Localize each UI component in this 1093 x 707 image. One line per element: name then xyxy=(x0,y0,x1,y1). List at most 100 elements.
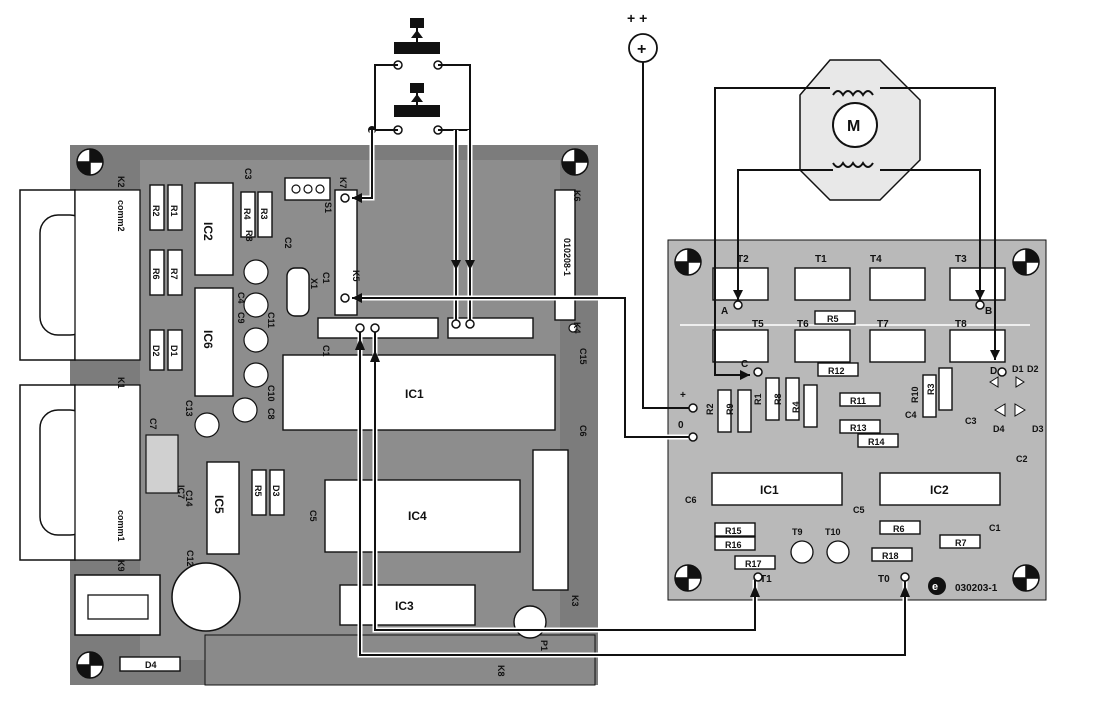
registration-mark xyxy=(76,651,104,679)
label-t10: T10 xyxy=(825,527,841,537)
label-r6: R6 xyxy=(893,524,905,534)
label-d1: D1 xyxy=(1012,364,1024,374)
registration-mark xyxy=(1012,564,1040,592)
registration-mark xyxy=(674,564,702,592)
label-c6: C6 xyxy=(578,425,588,437)
label-right-ic2: IC2 xyxy=(930,483,949,497)
label-r14: R14 xyxy=(868,437,885,447)
label-t9: T9 xyxy=(792,527,803,537)
label-t8: T8 xyxy=(955,319,967,330)
label-t2: T2 xyxy=(737,254,749,265)
label-c3: C3 xyxy=(965,416,977,426)
label-supply-plus: + xyxy=(680,390,686,401)
label-c11: C11 xyxy=(266,312,276,328)
label-r1: R1 xyxy=(753,393,763,405)
label-k8: K8 xyxy=(496,665,506,677)
label-r3: R3 xyxy=(259,208,269,220)
label-r13: R13 xyxy=(850,423,867,433)
registration-mark xyxy=(561,148,589,176)
label-coil-b: B xyxy=(985,306,992,317)
label-k5: K5 xyxy=(351,270,361,282)
label-ic5: IC5 xyxy=(212,495,226,514)
label-d4: D4 xyxy=(145,660,157,670)
label-r3: R3 xyxy=(926,383,936,395)
label-coil-d: D xyxy=(990,366,997,377)
label-supply-zero: 0 xyxy=(678,420,684,431)
registration-mark xyxy=(1012,248,1040,276)
label-r10: R10 xyxy=(910,386,920,403)
label-c4: C4 xyxy=(905,410,917,420)
power-supply: + + + xyxy=(627,10,658,63)
stepper-motor: M xyxy=(799,59,921,201)
label-r11: R11 xyxy=(850,396,866,406)
label-ic2: IC2 xyxy=(201,222,215,241)
label-k9: K9 xyxy=(116,560,126,572)
label-k1: K1 xyxy=(116,377,126,389)
push-button-top xyxy=(393,18,443,70)
label-r9: R9 xyxy=(725,403,735,415)
label-d4: D4 xyxy=(993,424,1005,434)
label-r16: R16 xyxy=(725,540,742,550)
connector-k1 xyxy=(19,384,141,561)
label-comm1: comm1 xyxy=(116,510,126,542)
label-c8: C8 xyxy=(266,408,276,420)
label-s1: S1 xyxy=(323,202,333,213)
motor-symbol: M xyxy=(847,118,860,135)
label-r6: R6 xyxy=(151,268,161,280)
label-c10: C10 xyxy=(266,385,276,402)
label-c1: C1 xyxy=(321,272,331,284)
label-coil-c: C xyxy=(741,359,748,370)
push-button-bottom xyxy=(393,83,443,135)
supply-symbol: + xyxy=(637,41,646,58)
label-r4: R4 xyxy=(791,401,801,413)
label-r12: R12 xyxy=(828,366,845,376)
label-c12: C12 xyxy=(185,550,195,567)
label-c1b: C1 xyxy=(321,345,331,357)
right-board-id: 030203-1 xyxy=(955,583,998,594)
label-r8: R8 xyxy=(773,393,783,405)
label-c1: C1 xyxy=(989,523,1001,533)
label-c7: C7 xyxy=(148,418,158,430)
label-r2: R2 xyxy=(705,403,715,415)
label-input-t1: T1 xyxy=(760,574,772,585)
label-c6: C6 xyxy=(685,495,697,505)
label-t4: T4 xyxy=(870,254,882,265)
label-c14: C14 xyxy=(184,490,194,507)
label-r8: R8 xyxy=(244,230,254,242)
label-right-ic1: IC1 xyxy=(760,483,779,497)
label-r2: R2 xyxy=(151,205,161,217)
label-t7: T7 xyxy=(877,319,889,330)
label-x1: X1 xyxy=(309,278,319,289)
label-d3: D3 xyxy=(1032,424,1044,434)
label-t1: T1 xyxy=(815,254,827,265)
left-board: 010208-1 K2 comm2 K1 comm1 K9 IC2 IC6 IC… xyxy=(19,145,598,686)
label-t5: T5 xyxy=(752,319,764,330)
label-k4: K4 xyxy=(572,322,582,334)
left-board-id: 010208-1 xyxy=(562,238,572,276)
label-r18: R18 xyxy=(882,551,899,561)
label-r17: R17 xyxy=(745,559,762,569)
label-c9: C9 xyxy=(236,312,246,324)
elektor-logo: e xyxy=(932,581,938,593)
label-comm2: comm2 xyxy=(116,200,126,232)
label-k7: K7 xyxy=(338,177,348,189)
label-c5: C5 xyxy=(308,510,318,522)
label-k3: K3 xyxy=(570,595,580,607)
label-r1: R1 xyxy=(169,205,179,217)
label-ic6: IC6 xyxy=(201,330,215,349)
label-r5: R5 xyxy=(827,314,839,324)
wiring xyxy=(340,62,1007,658)
label-r4: R4 xyxy=(242,208,252,220)
label-c4: C4 xyxy=(236,292,246,304)
label-c3: C3 xyxy=(243,168,253,180)
label-ic3: IC3 xyxy=(395,599,414,613)
label-input-t0: T0 xyxy=(878,574,890,585)
label-p1: P1 xyxy=(539,640,549,651)
label-ic7: IC7 xyxy=(176,485,186,499)
label-d2: D2 xyxy=(151,345,161,357)
label-r5: R5 xyxy=(253,485,263,497)
label-c2: C2 xyxy=(1016,454,1028,464)
label-c2: C2 xyxy=(283,237,293,249)
label-r7: R7 xyxy=(955,538,967,548)
